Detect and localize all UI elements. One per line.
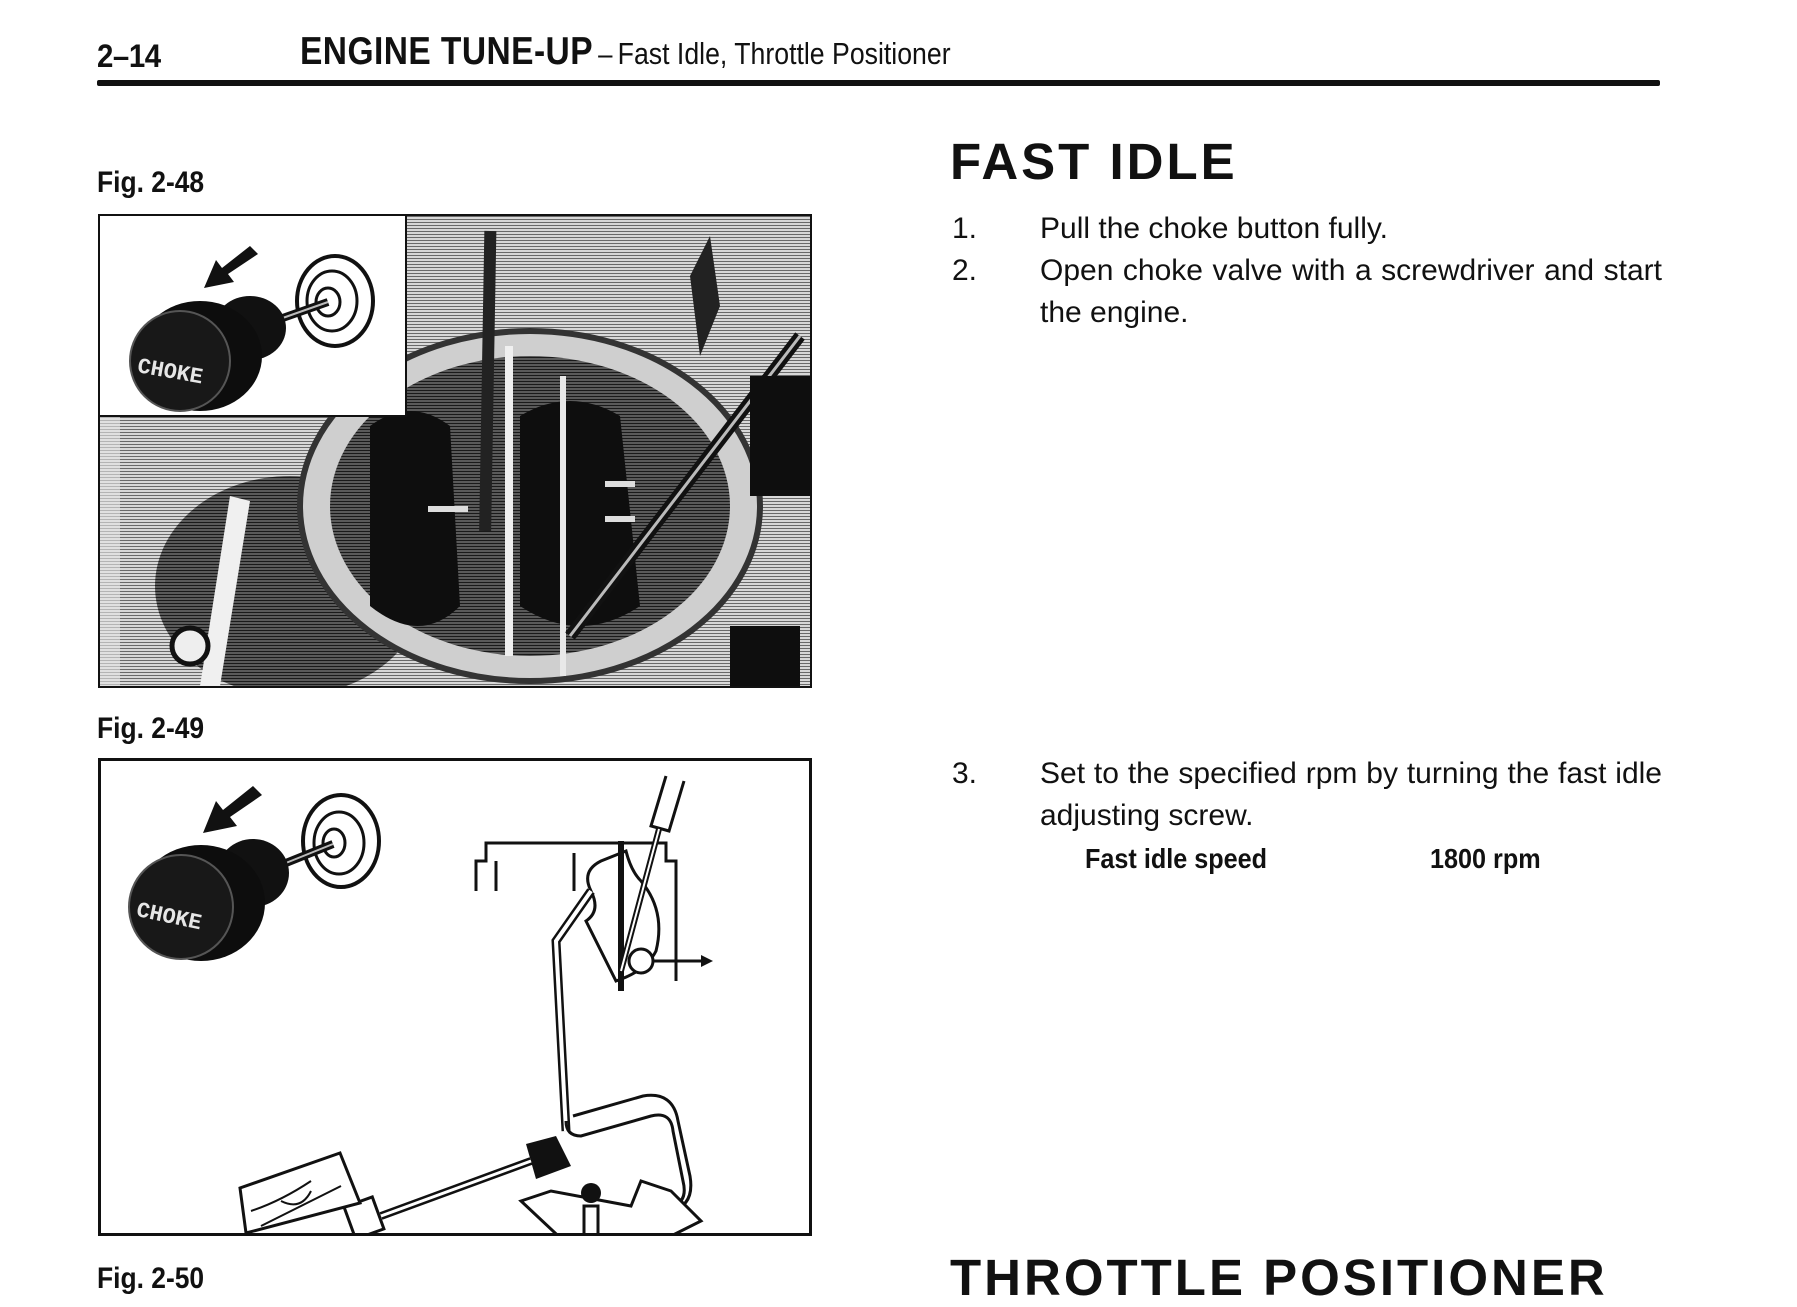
carburetor-photo	[100, 216, 810, 686]
figure-label-2-48: Fig. 2-48	[97, 166, 205, 199]
figure-label-2-50: Fig. 2-50	[97, 1262, 205, 1295]
section-title-fast-idle: FAST IDLE	[950, 133, 1238, 190]
running-header: ENGINE TUNE-UP–Fast Idle, Throttle Posit…	[300, 30, 951, 74]
step-number: 1.	[952, 212, 978, 245]
chapter-title: ENGINE TUNE-UP	[300, 30, 594, 73]
figure-2-49-diagram: CHOKE	[98, 758, 812, 1236]
step-item: 2. Open choke valve with a screwdriver a…	[952, 250, 1672, 334]
step-text: Pull the choke button fully.	[1040, 212, 1388, 245]
figure-2-48-inset: CHOKE	[100, 216, 407, 417]
step-number: 2.	[952, 254, 978, 287]
fast-idle-adjustment-diagram: CHOKE	[128, 775, 713, 1233]
section-title-throttle-positioner: THROTTLE POSITIONER	[950, 1249, 1608, 1306]
step-item: 1. Pull the choke button fully.	[952, 208, 1672, 250]
step-item: 3. Set to the specified rpm by turning t…	[952, 753, 1672, 837]
choke-knob-illustration: CHOKE	[129, 246, 375, 412]
step-text: Open choke valve with a screwdriver and …	[1040, 254, 1662, 329]
spec-label: Fast idle speed	[1085, 843, 1268, 874]
spec-value: 1800 rpm	[1430, 843, 1541, 874]
figure-label-2-49: Fig. 2-49	[97, 712, 205, 745]
figure-2-48-photo: CHOKE	[98, 214, 812, 688]
section-subtitle: Fast Idle, Throttle Positioner	[617, 36, 951, 71]
pull-arrow-icon	[204, 246, 258, 288]
header-separator: –	[598, 38, 613, 71]
page-number: 2–14	[97, 38, 161, 74]
step-text: Set to the specified rpm by turning the …	[1040, 757, 1662, 832]
pull-arrow-icon	[203, 786, 262, 833]
header-rule	[97, 80, 1660, 86]
step-number: 3.	[952, 757, 978, 790]
